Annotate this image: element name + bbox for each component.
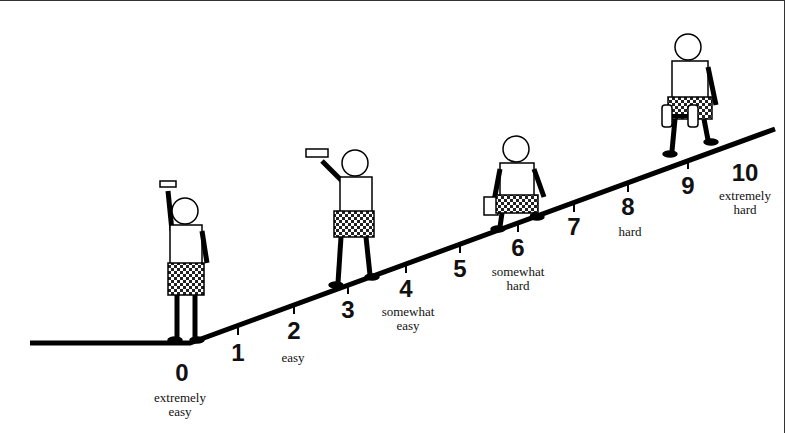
scale-number: 7 <box>567 215 580 239</box>
scale-descriptor: somewhat easy <box>371 305 446 334</box>
scale-descriptor: easy <box>258 351 328 365</box>
scale-number: 3 <box>341 298 354 322</box>
scale-number: 9 <box>681 174 694 198</box>
figure-hard <box>662 34 718 157</box>
scale-descriptor: somewhat hard <box>481 265 556 294</box>
ramp-line <box>30 129 775 343</box>
figure-somewhat-hard <box>484 136 544 232</box>
scale-number: 10 <box>732 161 759 185</box>
scale-number: 1 <box>231 341 244 365</box>
scale-descriptor: extremely hard <box>710 189 780 218</box>
scale-descriptor: extremely easy <box>145 391 215 420</box>
scale-number: 4 <box>399 277 412 301</box>
figure-somewhat-easy <box>306 149 379 288</box>
scale-number: 0 <box>175 361 188 385</box>
scale-number: 2 <box>287 319 300 343</box>
scale-number: 5 <box>453 257 466 281</box>
tick-marks <box>238 162 688 335</box>
scale-number: 8 <box>621 195 634 219</box>
figure-extremely-easy <box>160 181 207 343</box>
scale-number: 6 <box>511 236 524 260</box>
scale-descriptor: hard <box>600 225 660 239</box>
